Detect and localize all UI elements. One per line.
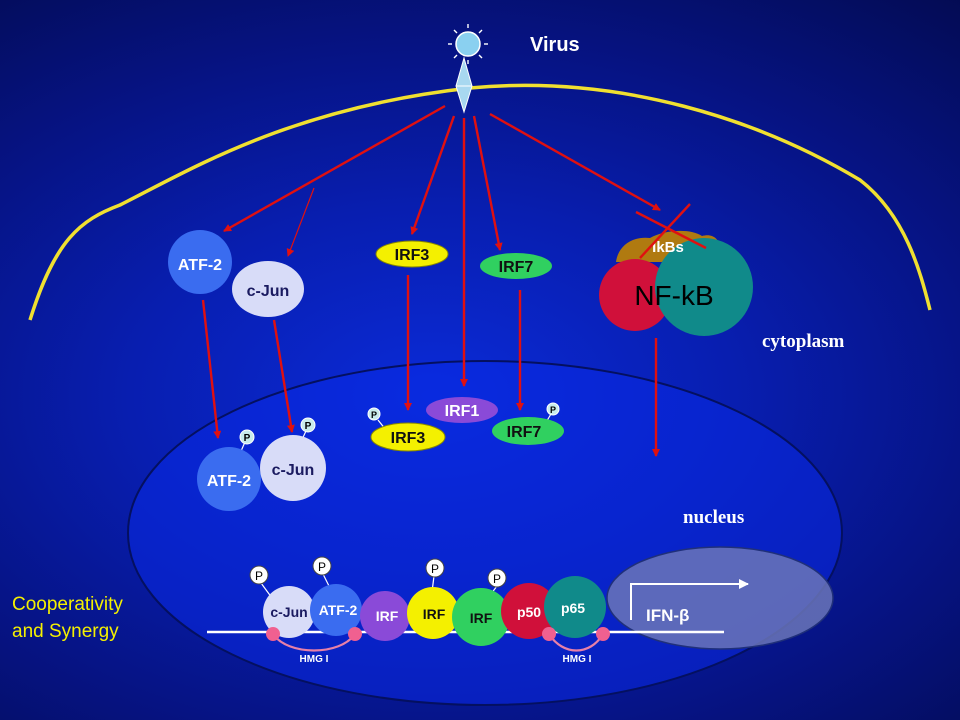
promoter-cjun bbox=[263, 586, 315, 638]
cell-membrane bbox=[28, 83, 932, 321]
receptor-icon bbox=[455, 56, 473, 114]
irf7-cytoplasm bbox=[480, 253, 552, 279]
hmg-right-dot-1 bbox=[542, 627, 556, 641]
irf3-nucleus bbox=[367, 407, 446, 452]
promoter-irf-c bbox=[452, 588, 510, 646]
nucleus-label: nucleus bbox=[683, 507, 744, 528]
promoter-irf-b-label: IRF bbox=[423, 606, 446, 622]
hmg-left-label: HMG I bbox=[300, 654, 329, 665]
promoter-atf2-label: ATF-2 bbox=[319, 602, 358, 618]
irf7-phospho-label: P bbox=[550, 405, 556, 415]
cytoplasm-label: cytoplasm bbox=[762, 331, 845, 352]
promoter-irf-b-phospho bbox=[425, 558, 445, 578]
arrow-to-nucleus-atf2 bbox=[201, 299, 222, 439]
cjun-cytoplasm bbox=[232, 261, 304, 317]
promoter-cjun-phospho bbox=[249, 565, 269, 585]
promoter-irf-c-label: IRF bbox=[470, 610, 493, 626]
cjun-cytoplasm-label: c-Jun bbox=[247, 283, 290, 300]
arrow-to-irf7 bbox=[472, 115, 503, 251]
caption-line-2: and Synergy bbox=[12, 621, 119, 642]
promoter-cjun-label: c-Jun bbox=[270, 604, 307, 620]
atf2-cytoplasm bbox=[168, 230, 232, 294]
arrow-to-atf2 bbox=[223, 104, 446, 233]
arrow-to-irf3 bbox=[410, 115, 456, 235]
atf2-cytoplasm-label: ATF-2 bbox=[178, 257, 222, 274]
arrow-to-cjun bbox=[286, 187, 315, 257]
atf2-nucleus bbox=[197, 429, 261, 511]
arrow-to-nucleus-cjun bbox=[272, 319, 295, 433]
promoter-p50 bbox=[501, 583, 557, 639]
nfkb-label: NF-kB bbox=[634, 280, 713, 311]
promoter-p65-label: p65 bbox=[561, 600, 585, 616]
ifnb-gene-label: IFN-β bbox=[646, 606, 689, 625]
ifnb-gene-region bbox=[606, 546, 834, 650]
promoter-irf-b-phospho-label: P bbox=[431, 562, 439, 576]
promoter-atf2 bbox=[310, 584, 362, 636]
virus-icon bbox=[448, 24, 488, 64]
irf7-cytoplasm-label: IRF7 bbox=[499, 259, 534, 276]
promoter-irf-b bbox=[407, 587, 459, 639]
arrow-to-ikbs bbox=[489, 112, 661, 212]
irf1-nucleus-label: IRF1 bbox=[445, 403, 480, 420]
hmg-right-label: HMG I bbox=[563, 654, 592, 665]
caption-line-1: Cooperativity bbox=[12, 594, 123, 615]
cjun-phospho-label: P bbox=[305, 421, 312, 432]
irf3-cytoplasm bbox=[375, 240, 449, 268]
hmg-left-dot-2 bbox=[348, 627, 362, 641]
transcription-start-arrow-icon bbox=[630, 579, 749, 620]
hmg-left-dot-1 bbox=[266, 627, 280, 641]
promoter-irf-a bbox=[360, 591, 410, 641]
promoter-p65 bbox=[544, 576, 606, 638]
promoter-irf-c-phospho-label: P bbox=[493, 572, 501, 586]
irf3-phospho-label: P bbox=[371, 410, 377, 420]
ikbs-label: IkBs bbox=[652, 239, 684, 256]
promoter-irf-c-phospho bbox=[487, 568, 507, 588]
irf3-nucleus-label: IRF3 bbox=[391, 430, 426, 447]
atf2-nucleus-label: ATF-2 bbox=[207, 473, 251, 490]
atf2-phospho-label: P bbox=[244, 433, 251, 444]
p50-cytoplasm bbox=[599, 259, 671, 331]
promoter-cjun-phospho-label: P bbox=[255, 569, 263, 583]
promoter-atf2-phospho bbox=[312, 556, 332, 576]
hmg-left-bridge bbox=[272, 633, 356, 652]
cjun-nucleus bbox=[260, 417, 326, 501]
virus-label: Virus bbox=[530, 34, 580, 56]
p65-cytoplasm bbox=[655, 238, 753, 336]
cjun-nucleus-label: c-Jun bbox=[272, 462, 315, 479]
ikbs-degradation-cross-icon bbox=[635, 203, 707, 259]
promoter-irf-a-label: IRF bbox=[376, 608, 399, 624]
hmg-right-dot-2 bbox=[596, 627, 610, 641]
irf7-nucleus bbox=[492, 402, 564, 445]
irf7-nucleus-label: IRF7 bbox=[507, 424, 542, 441]
irf1-nucleus bbox=[426, 397, 498, 423]
irf3-cytoplasm-label: IRF3 bbox=[395, 247, 430, 264]
promoter-atf2-phospho-label: P bbox=[318, 560, 326, 574]
promoter-p50-label: p50 bbox=[517, 604, 541, 620]
